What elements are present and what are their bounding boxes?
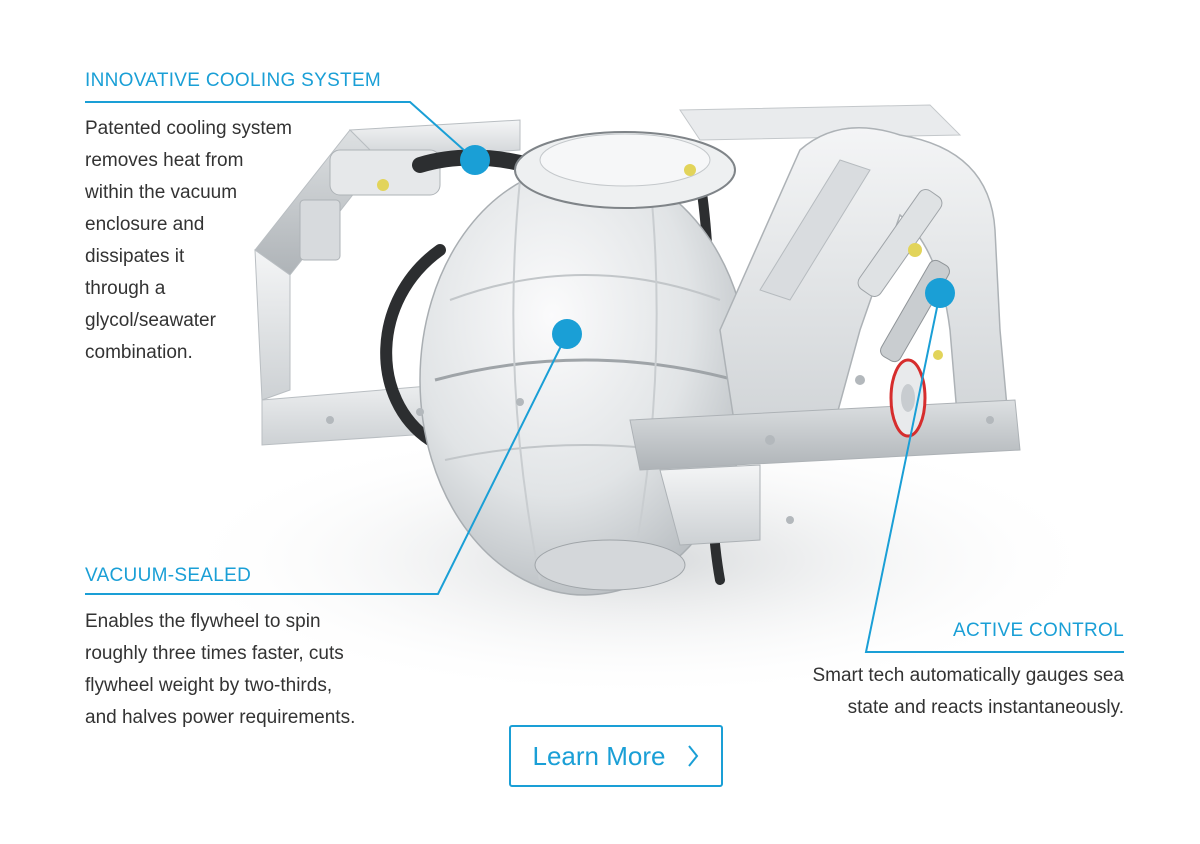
control-hotspot-dot[interactable] <box>925 278 955 308</box>
desc-line: glycol/seawater <box>85 310 216 331</box>
desc-line: Patented cooling system <box>85 118 293 139</box>
learn-more-label: Learn More <box>532 740 666 771</box>
desc-line: and halves power requirements. <box>85 707 356 728</box>
vacuum-hotspot-dot[interactable] <box>552 319 582 349</box>
desc-line: roughly three times faster, cuts <box>85 643 344 664</box>
desc-line: combination. <box>85 342 193 363</box>
control-description: Smart tech automatically gauges sea stat… <box>764 660 1124 724</box>
desc-line: removes heat from <box>85 150 244 171</box>
control-title: ACTIVE CONTROL <box>953 620 1124 641</box>
desc-line: dissipates it <box>85 246 185 267</box>
learn-more-button[interactable]: Learn More <box>509 725 723 787</box>
desc-line: flywheel weight by two-thirds, <box>85 675 333 696</box>
desc-line: through a <box>85 278 166 299</box>
desc-line: enclosure and <box>85 214 205 235</box>
vacuum-title: VACUUM-SEALED <box>85 565 252 586</box>
chevron-right-icon <box>688 745 699 767</box>
desc-line: state and reacts instantaneously. <box>847 697 1124 718</box>
cooling-description: Patented cooling system removes heat fro… <box>85 113 330 369</box>
desc-line: Smart tech automatically gauges sea <box>812 665 1124 686</box>
cooling-hotspot-dot[interactable] <box>460 145 490 175</box>
vacuum-description: Enables the flywheel to spin roughly thr… <box>85 606 405 734</box>
desc-line: within the vacuum <box>85 182 238 203</box>
desc-line: Enables the flywheel to spin <box>85 611 321 632</box>
cooling-title: INNOVATIVE COOLING SYSTEM <box>85 70 382 91</box>
